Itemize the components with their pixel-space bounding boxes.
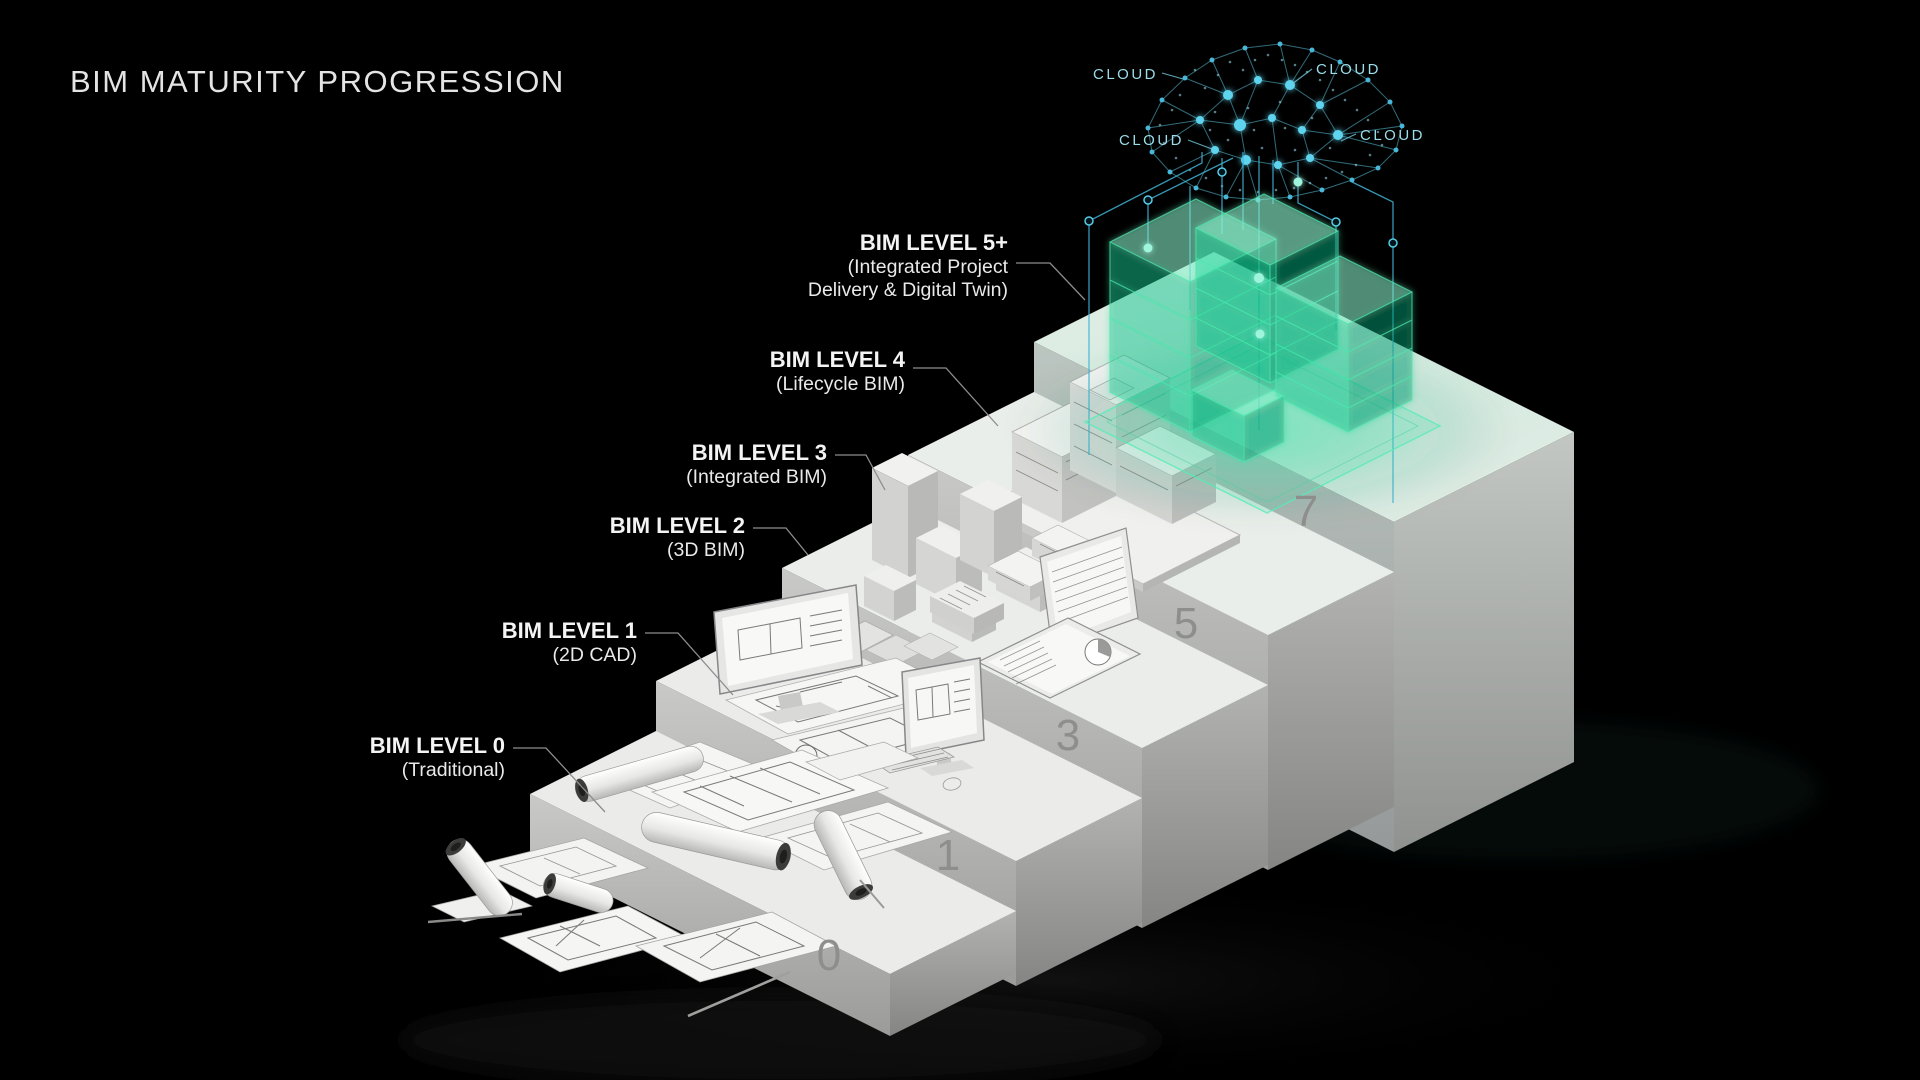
page-title: BIM MATURITY PROGRESSION [70, 64, 565, 99]
step-number-5: 5 [1174, 599, 1198, 648]
cloud-label-mid-right: CLOUD [1360, 127, 1425, 144]
leader-line-level-3 [835, 454, 886, 491]
label-level-0-sub: (Traditional) [402, 759, 505, 781]
step-number-0: 0 [817, 931, 841, 980]
label-level-3-sub: (Integrated BIM) [686, 466, 827, 488]
hologram-building [1012, 177, 1512, 522]
step-number-3: 3 [1056, 711, 1080, 760]
step-number-7: 7 [1294, 487, 1318, 536]
cloud-dots [1158, 53, 1384, 194]
cloud-hub-nodes [1196, 76, 1343, 169]
label-level-5plus: BIM LEVEL 5+ (Integrated Project Deliver… [808, 230, 1086, 301]
drawing-roll [445, 837, 513, 917]
label-level-3: BIM LEVEL 3 (Integrated BIM) [686, 440, 886, 491]
label-level-1-title: BIM LEVEL 1 [502, 618, 637, 643]
leader-line-level-1 [645, 632, 734, 696]
label-level-0: BIM LEVEL 0 (Traditional) [370, 733, 606, 813]
label-level-4-sub: (Lifecycle BIM) [776, 373, 905, 395]
label-level-2-sub: (3D BIM) [667, 539, 745, 561]
building-data-nodes [1143, 177, 1303, 339]
step-number-1: 1 [936, 831, 960, 880]
cloud-labels: CLOUD CLOUD CLOUD CLOUD [1093, 61, 1425, 150]
cloud-ring-nodes [1145, 41, 1405, 203]
level-labels: BIM LEVEL 0 (Traditional) BIM LEVEL 1 (2… [370, 230, 1086, 813]
conduit-ring-nodes [1084, 167, 1398, 248]
label-level-5plus-title: BIM LEVEL 5+ [860, 230, 1008, 255]
leader-line-level-2 [753, 527, 809, 556]
label-level-4: BIM LEVEL 4 (Lifecycle BIM) [770, 347, 999, 427]
drawing-roll [575, 745, 704, 802]
cloud-label-top-left: CLOUD [1093, 66, 1158, 83]
label-level-2-title: BIM LEVEL 2 [610, 513, 745, 538]
leader-line-level-4 [913, 367, 999, 427]
city-model-and-documents [824, 453, 1142, 699]
label-level-4-title: BIM LEVEL 4 [770, 347, 906, 372]
leader-line-level-5plus [1016, 262, 1086, 301]
traditional-drawings [427, 741, 954, 1018]
cad-workstation [713, 584, 985, 791]
label-level-3-title: BIM LEVEL 3 [692, 440, 827, 465]
cloud-label-top-right: CLOUD [1316, 61, 1381, 78]
cloud-network [1145, 41, 1405, 203]
label-level-5plus-sub2: Delivery & Digital Twin) [808, 279, 1008, 301]
step-numbers: 0 1 3 5 7 [817, 487, 1318, 980]
leader-line-level-0 [513, 747, 606, 813]
drawing-roll [641, 812, 791, 871]
drawing-roll [543, 873, 614, 913]
label-level-2: BIM LEVEL 2 (3D BIM) [610, 513, 809, 561]
label-level-0-title: BIM LEVEL 0 [370, 733, 505, 758]
label-level-1: BIM LEVEL 1 (2D CAD) [502, 618, 734, 696]
label-level-5plus-sub: (Integrated Project [848, 256, 1009, 278]
label-level-1-sub: (2D CAD) [552, 644, 637, 666]
cloud-label-mid-left: CLOUD [1119, 132, 1184, 149]
